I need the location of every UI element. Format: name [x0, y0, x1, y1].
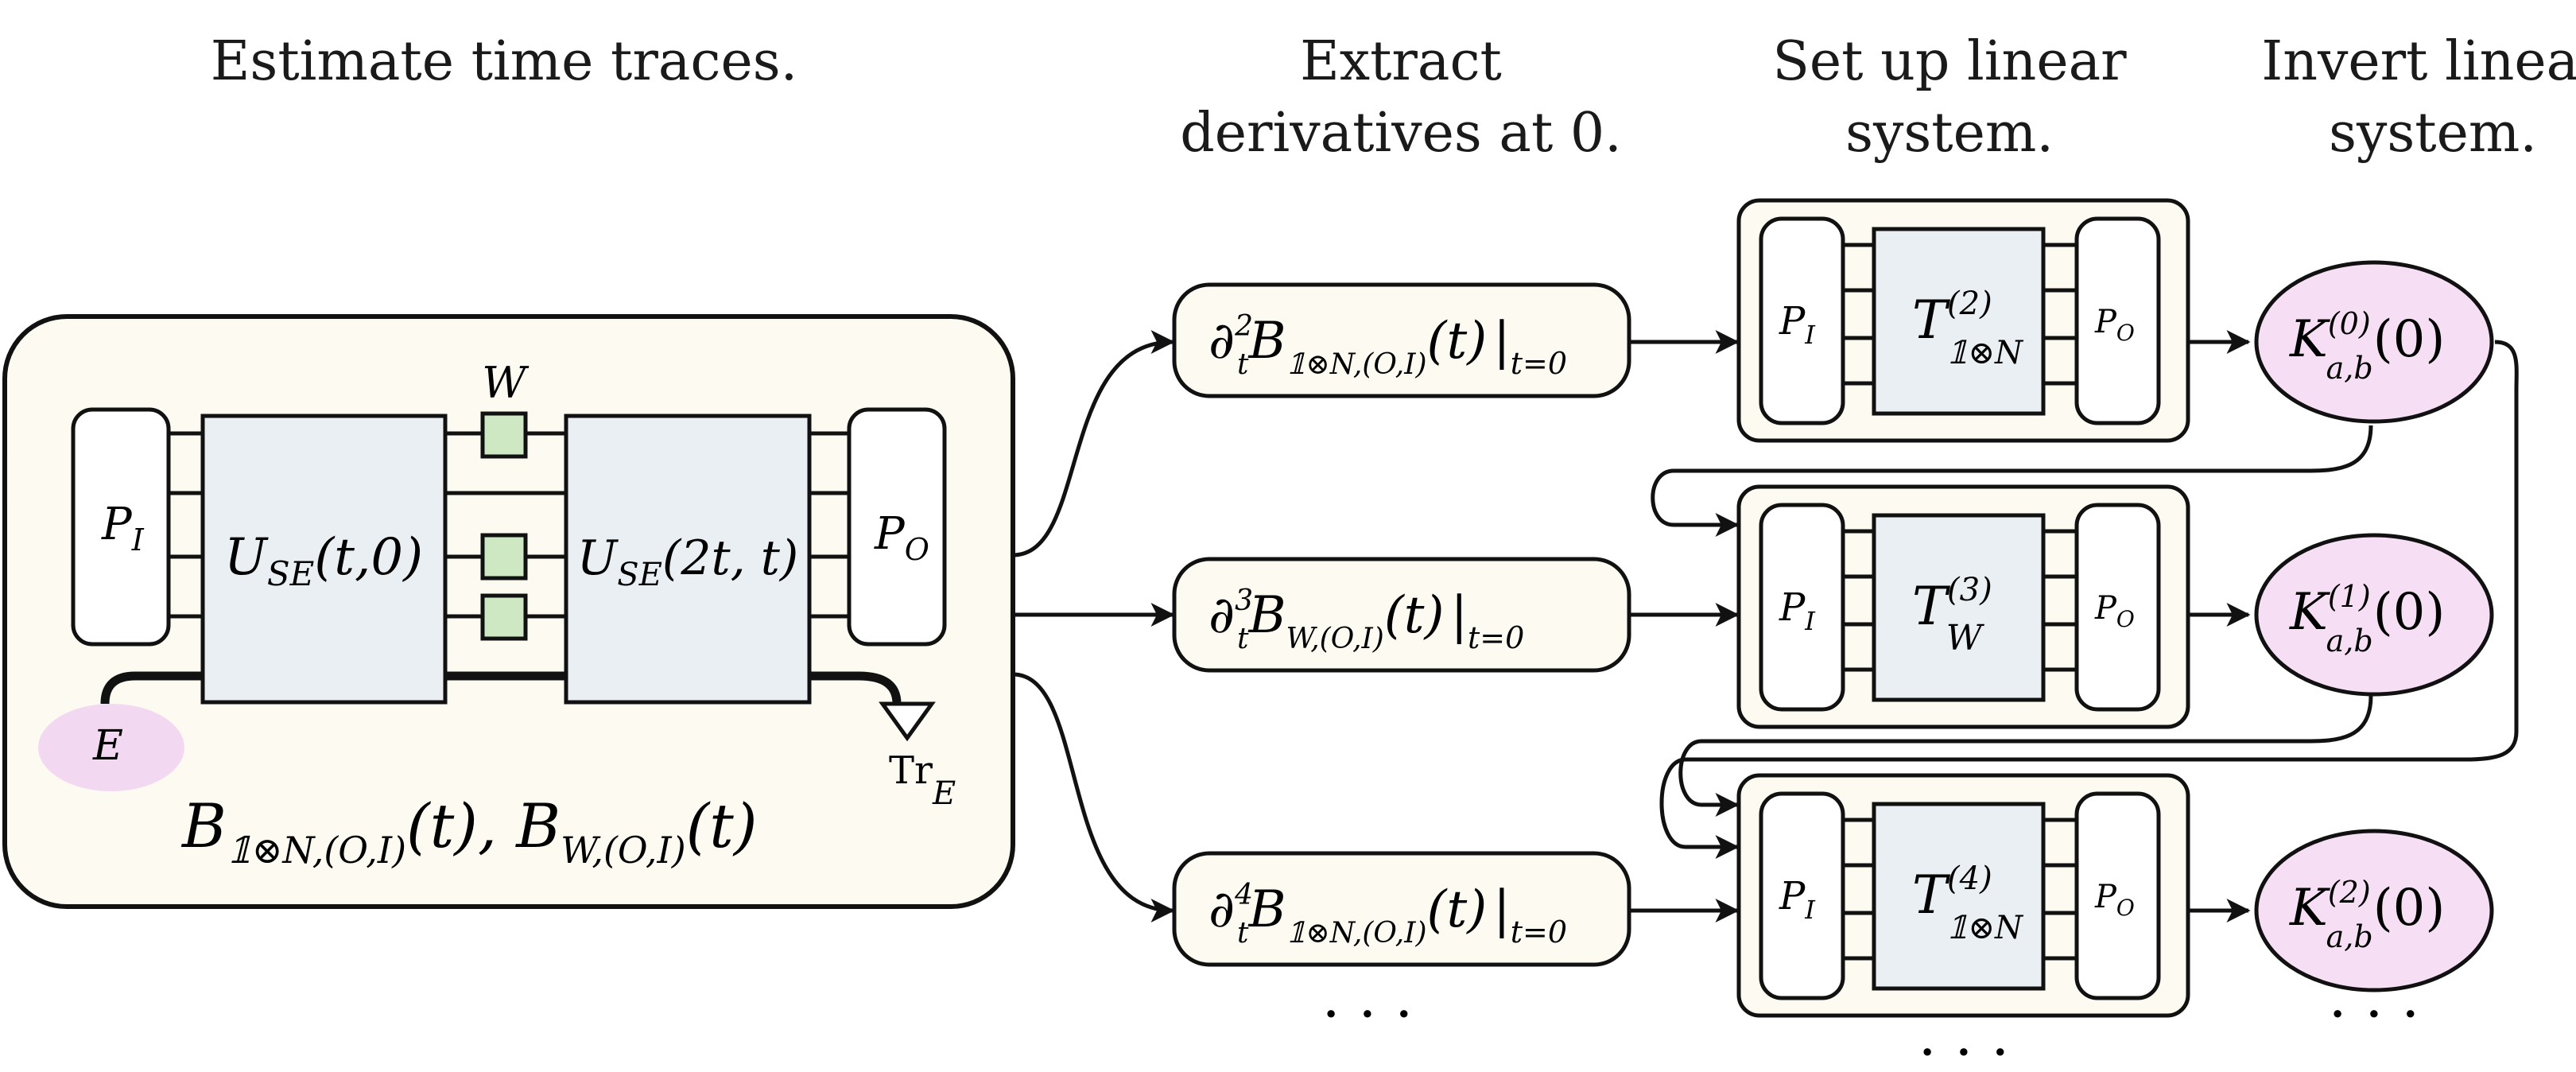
header-setup-line2: system.	[1845, 102, 2054, 165]
header-invert-line2: system.	[2329, 102, 2537, 165]
w-gate-3	[480, 593, 528, 641]
w-gate-2	[480, 533, 528, 581]
kernel-0: K(0)a,b(0)	[2254, 260, 2494, 424]
feedback-k0-to-system-3	[1659, 340, 2519, 859]
kernel-0-label: K(0)a,b(0)	[2289, 306, 2445, 386]
header-extract-line1: Extract	[1300, 30, 1502, 93]
environment-node	[38, 704, 184, 791]
unitary-1-label: USE(t,0)	[224, 528, 423, 593]
system-2-t-box	[1872, 513, 2046, 702]
input-preparation-box	[71, 407, 171, 647]
system-2-input-box	[1759, 503, 1845, 712]
header-setup-line1: Set up linear	[1772, 30, 2127, 93]
arrow-to-derivative-1	[1012, 330, 1175, 557]
system-3-output-label: PO	[2094, 879, 2135, 921]
system-3-t-label: T(4)𝟙⊗N	[1912, 860, 2024, 946]
system-to-kernel-arrows	[2188, 330, 2251, 922]
systems-ellipsis: · · ·	[1918, 1019, 2009, 1072]
wires-pi-u1	[167, 431, 203, 619]
w-gate-label: W	[482, 358, 530, 408]
output-measurement-box	[847, 407, 947, 647]
linear-system-1: PI T(2)𝟙⊗N PO	[1736, 198, 2190, 443]
system-1-t-box	[1872, 227, 2046, 416]
derivatives-ellipsis: · · ·	[1322, 981, 1413, 1047]
feedback-k1-to-system-3	[1678, 695, 2373, 817]
unitary-1-box	[200, 414, 448, 705]
output-measurement-label: PO	[874, 508, 929, 567]
feedback-arrows	[1651, 340, 2519, 859]
input-preparation-label: PI	[101, 499, 145, 557]
header-extract-line2: derivatives at 0.	[1180, 102, 1622, 165]
environment-wire	[100, 671, 902, 705]
system-2-t-label: T(3)W	[1912, 572, 1992, 658]
system-1-input-box	[1759, 216, 1845, 425]
arrow-to-derivative-3	[1012, 672, 1175, 922]
system-1-input-label: PI	[1779, 299, 1816, 350]
kernels-ellipsis: · · ·	[2329, 981, 2419, 1047]
system-2-output-box	[2074, 503, 2161, 712]
trace-label: TrE	[889, 748, 956, 812]
header-invert-line1: Invert linear	[2261, 30, 2576, 93]
linear-system-2: PI T(3)W PO	[1736, 484, 2190, 729]
system-2-input-label: PI	[1779, 585, 1816, 636]
system-3-output-box	[2074, 791, 2161, 1000]
w-gate-1	[480, 411, 528, 459]
system-3-input-box	[1759, 791, 1845, 1000]
system-3-input-label: PI	[1779, 874, 1816, 925]
system-2-output-label: PO	[2094, 590, 2135, 632]
panel-to-derivative-arrows	[1012, 330, 1175, 922]
time-trace-panel: PI USE(t,0) W USE(2t, t) PO E TrE B𝟙⊗N,(…	[2, 314, 1015, 909]
system-1-t-label: T(2)𝟙⊗N	[1912, 285, 2024, 371]
kernel-2: K(2)a,b(0)	[2254, 829, 2494, 992]
feedback-k0-to-system-2	[1651, 425, 2373, 537]
kernel-2-label: K(2)a,b(0)	[2289, 875, 2445, 954]
system-1-output-box	[2074, 216, 2161, 425]
derivative-to-system-arrows	[1629, 330, 1740, 922]
environment-label: E	[92, 722, 123, 770]
header-estimate: Estimate time traces.	[211, 30, 797, 93]
kernel-1-label: K(1)a,b(0)	[2289, 579, 2445, 658]
kernel-1: K(1)a,b(0)	[2254, 533, 2494, 697]
unitary-2-label: USE(2t, t)	[577, 530, 799, 593]
time-trace-output: B𝟙⊗N,(O,I)(t), BW,(O,I)(t)	[180, 790, 758, 872]
linear-system-3: PI T(4)𝟙⊗N PO	[1736, 773, 2190, 1018]
trace-triangle	[879, 701, 936, 742]
unitary-2-box	[564, 414, 812, 705]
wires-u2-po	[809, 431, 849, 619]
system-3-t-box	[1872, 802, 2046, 991]
system-1-output-label: PO	[2094, 304, 2135, 346]
